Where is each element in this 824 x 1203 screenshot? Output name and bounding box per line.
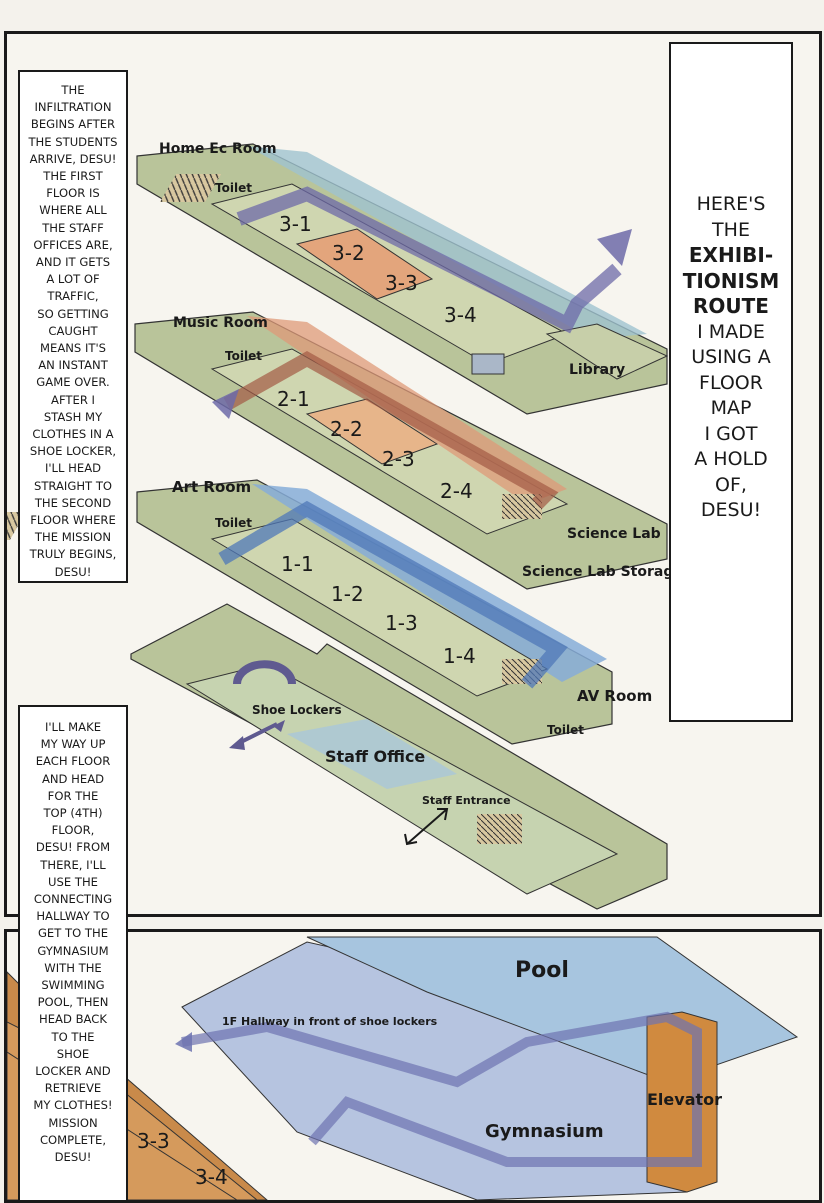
room-2-3: 2-3 [382,447,415,471]
room-2-4: 2-4 [440,479,473,503]
room-1-2: 1-2 [331,582,364,606]
school-floor-map: Home Ec Room Toilet 3-1 3-2 3-3 3-4 Libr… [7,141,683,910]
science-lab-label: Science Lab [567,526,661,542]
floor-2: Music Room Toilet 2-1 2-2 2-3 2-4 Scienc… [61,311,683,590]
room-3-4-bottom: 3-4 [195,1165,228,1189]
room-3-4: 3-4 [444,303,477,327]
home-ec-label: Home Ec Room [159,141,277,157]
room-2-2: 2-2 [330,417,363,441]
gymnasium-map: 3-3 3-4 Pool 1F Hallway in front of shoe… [7,936,799,1200]
caption-left-top: THE INFILTRATION BEGINS AFTER THE STUDEN… [18,70,128,583]
pool-label: Pool [515,958,569,983]
av-room-label: AV Room [577,687,652,705]
caption-right: HERE'S THE EXHIBI- TIONISM ROUTE I MADE … [669,42,793,722]
toilet-3-label: Toilet [215,181,252,195]
caption-right-part2: I MADE USING A FLOOR MAP I GOT A HOLD OF… [691,320,771,522]
caption-right-part1: HERE'S THE [696,193,766,241]
floor-3: Home Ec Room Toilet 3-1 3-2 3-3 3-4 Libr… [136,141,669,415]
room-3-3: 3-3 [385,271,418,295]
room-3-1: 3-1 [279,212,312,236]
room-1-4: 1-4 [443,644,476,668]
room-1-3: 1-3 [385,611,418,635]
caption-left-top-text: THE INFILTRATION BEGINS AFTER THE STUDEN… [28,83,118,579]
science-storage-text: Science Lab Storage [522,564,683,580]
toilet-2-label: Toilet [225,349,262,363]
caption-right-bold: EXHIBI- TIONISM ROUTE [682,243,780,318]
caption-left-bottom-text: I'LL MAKE MY WAY UP EACH FLOOR AND HEAD … [33,720,113,1165]
science-storage-label: Science Lab Storage [522,564,683,580]
staff-entrance-label: Staff Entrance [422,794,511,807]
hallway-note: 1F Hallway in front of shoe lockers [222,1015,438,1028]
music-room-label: Music Room [173,315,268,331]
shoe-lockers-label: Shoe Lockers [252,703,342,717]
toilet-1-label: Toilet [215,516,252,530]
elevator-label: Elevator [647,1090,722,1109]
toilet-1b-label: Toilet [547,723,584,737]
room-2-1: 2-1 [277,387,310,411]
gymnasium-label: Gymnasium [485,1121,604,1142]
art-room-label: Art Room [172,478,251,496]
floor-1: Art Room Toilet 1-1 1-2 1-3 1-4 AV Room … [7,478,652,745]
room-3-2: 3-2 [332,241,365,265]
hallway-note-text: 1F Hallway in front of shoe lockers [222,1015,438,1028]
staff-office-label: Staff Office [325,747,425,766]
room-1-1: 1-1 [281,552,314,576]
library-label: Library [569,362,625,378]
caption-left-bottom: I'LL MAKE MY WAY UP EACH FLOOR AND HEAD … [18,705,128,1200]
ground-floor: Shoe Lockers Staff Office Staff Entrance [130,603,668,910]
room-3-3-bottom: 3-3 [137,1129,170,1153]
